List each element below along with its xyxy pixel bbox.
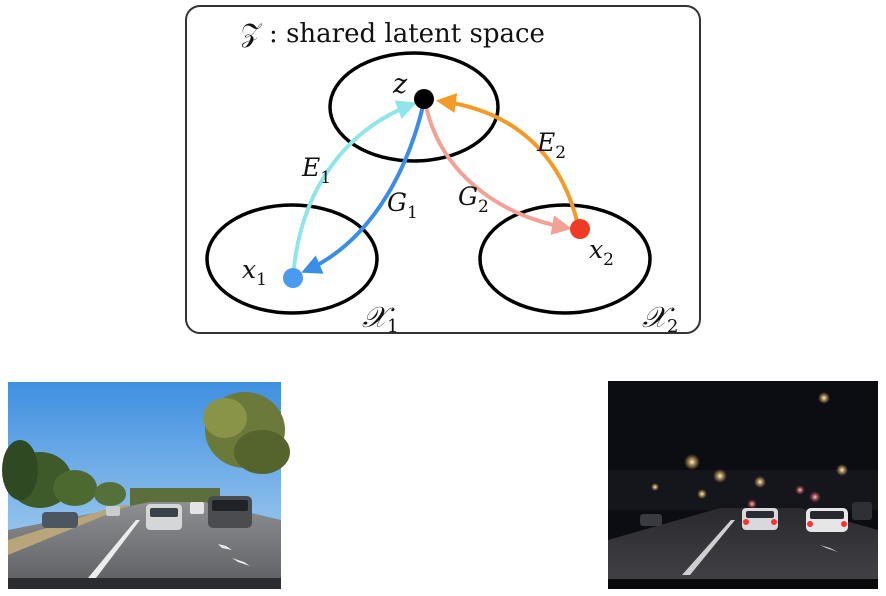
label-e2: E2: [536, 128, 566, 163]
label-g1: G1: [387, 188, 418, 223]
point-x2: [570, 219, 590, 239]
latent-space-frame: [185, 5, 701, 334]
label-x1: x1: [242, 255, 267, 290]
diagram-title: 𝒵 : shared latent space: [241, 19, 545, 49]
arrow-e2: [436, 93, 580, 226]
label-e1: E1: [301, 153, 331, 188]
arrow-e1: [291, 100, 417, 278]
label-z: z: [392, 69, 408, 100]
label-x2: x2: [589, 235, 614, 270]
photo-night: [608, 381, 878, 589]
arrow-g1: [301, 105, 425, 274]
domain-1-ellipse: [205, 203, 379, 315]
latent-ellipse: [328, 51, 500, 163]
arrow-g2: [424, 105, 572, 236]
latent-point-z: [414, 89, 434, 109]
photo-day: [2, 382, 290, 589]
point-x1: [283, 268, 303, 288]
label-g2: G2: [458, 182, 489, 217]
domain-2-ellipse: [478, 203, 652, 315]
